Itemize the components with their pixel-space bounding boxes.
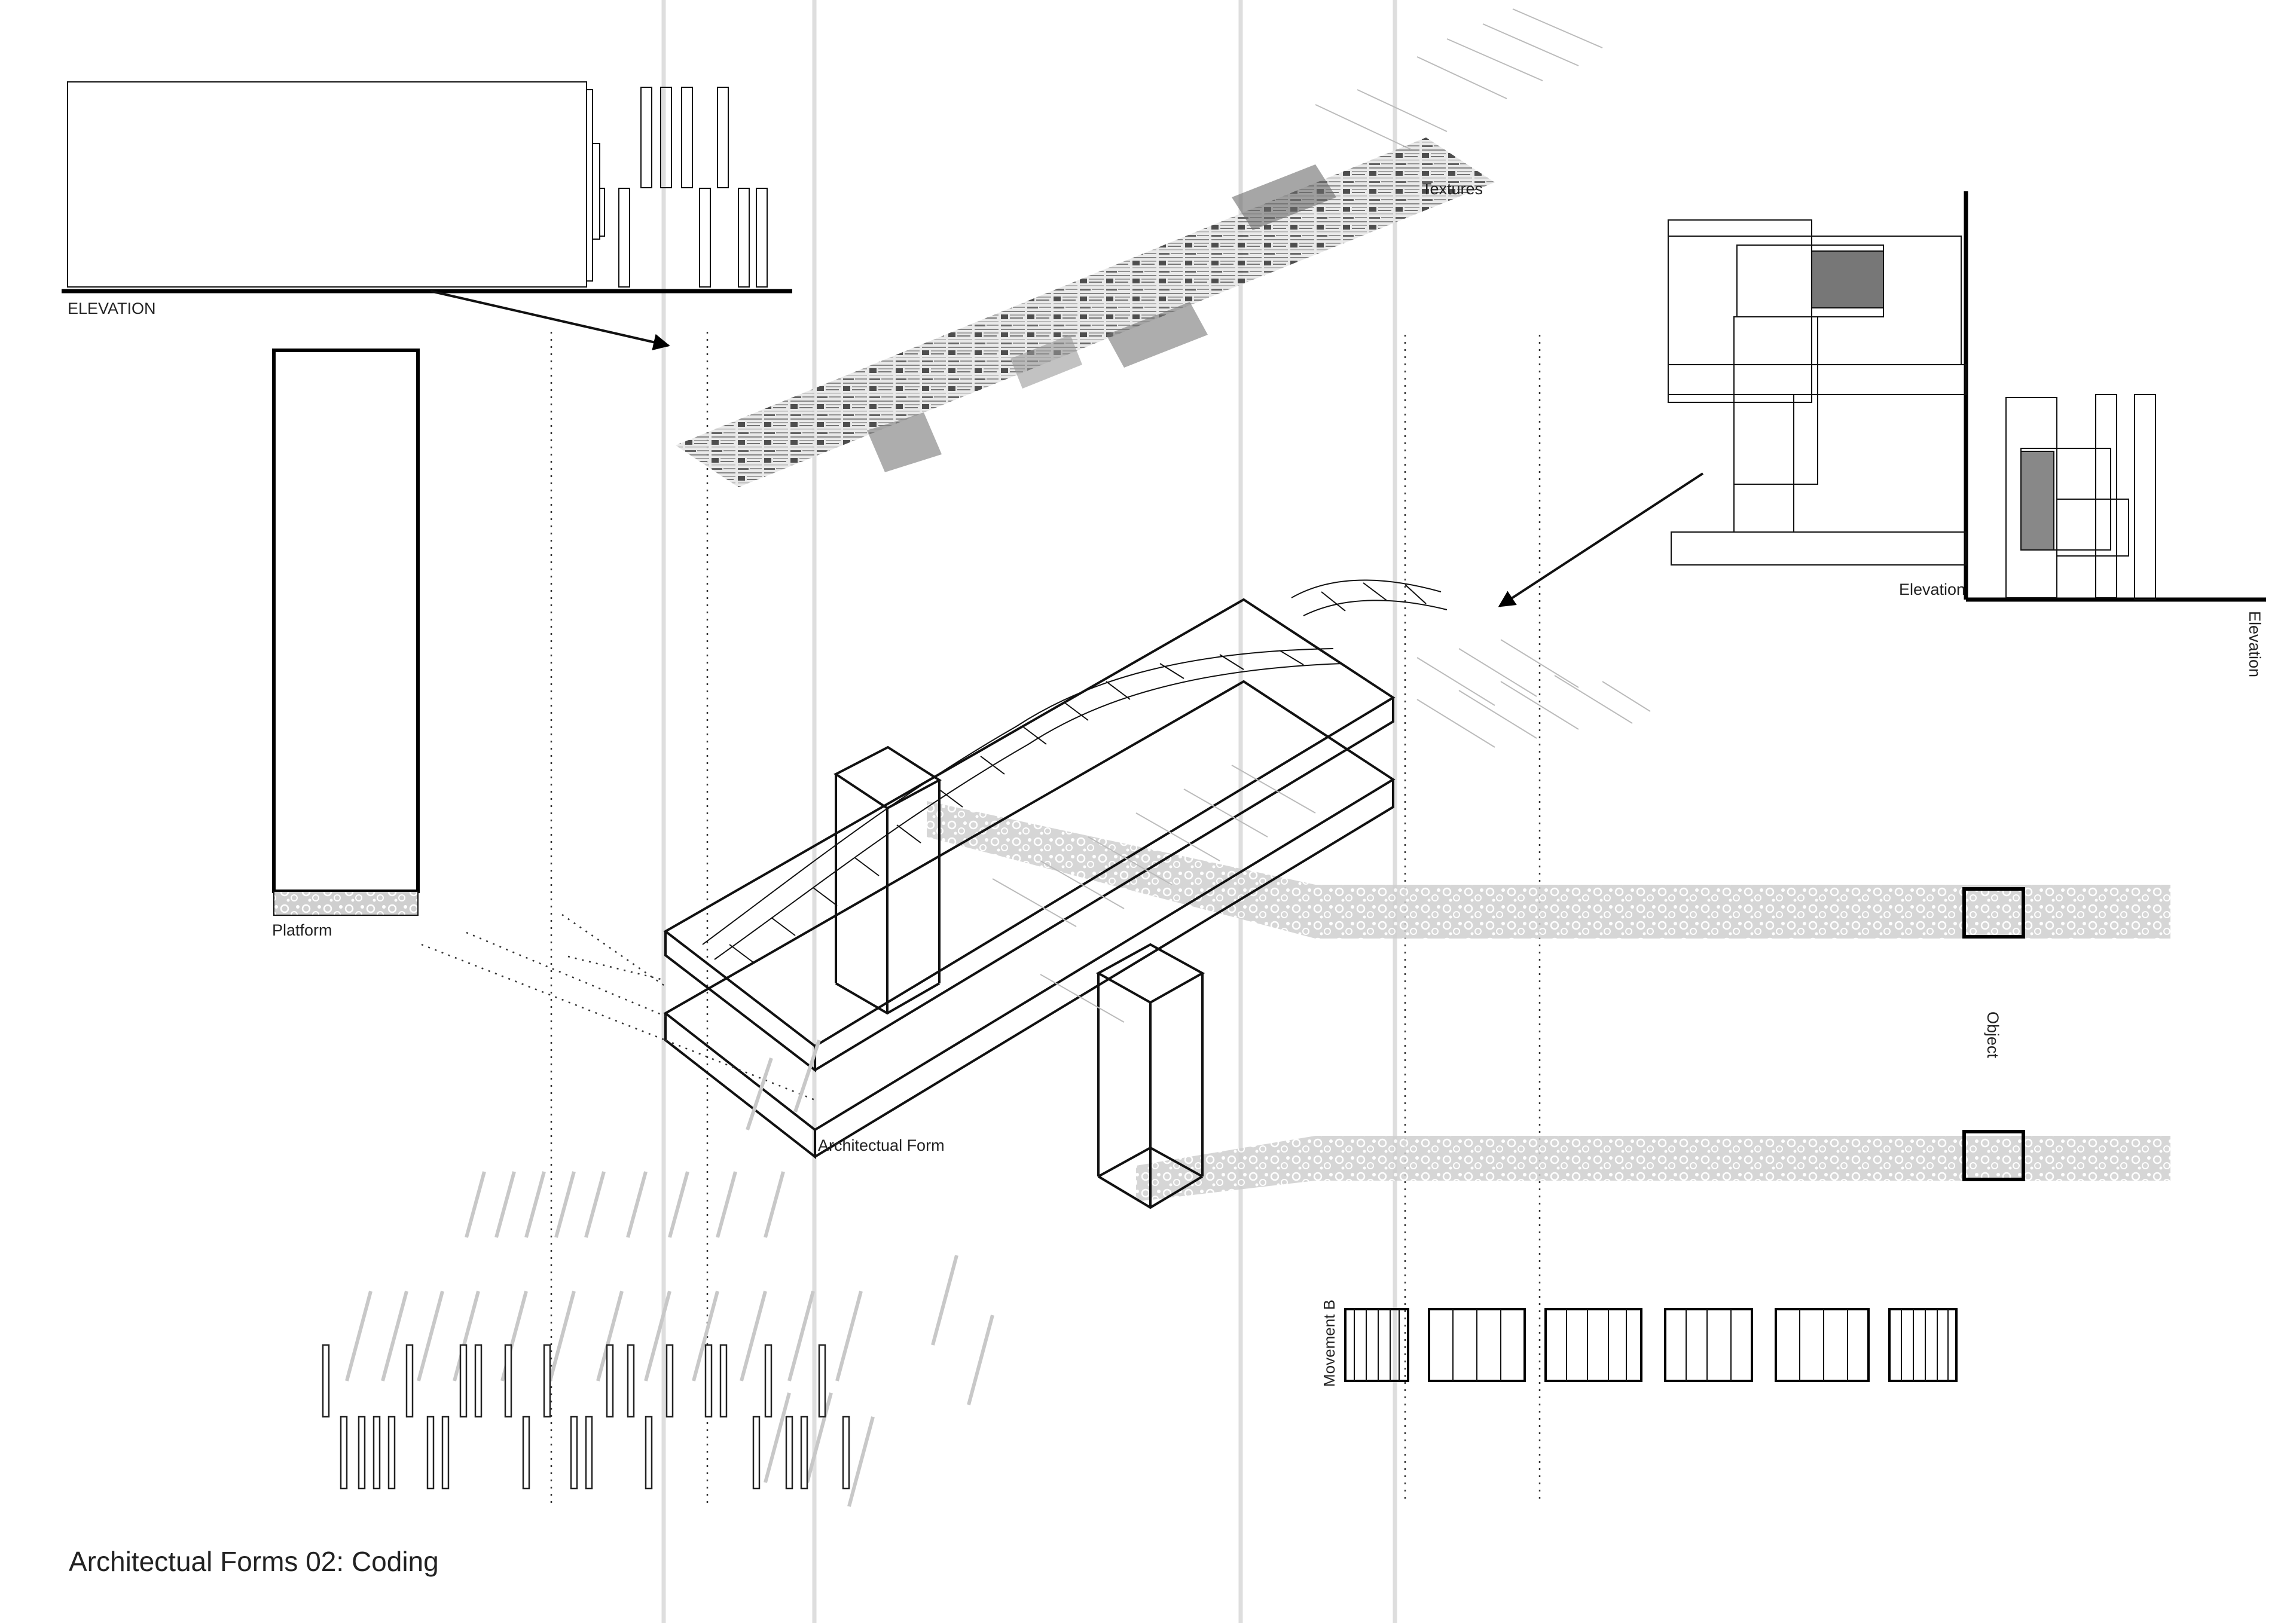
elevation-right-label: Elevation [1899,580,1965,598]
coded-bars [322,1344,850,1490]
elevation-right-vertical-label: Elevation [2246,611,2264,677]
construction-lines [550,332,1541,1503]
textures-label: Textures [1422,180,1483,198]
elevation-left-label: ELEVATION [68,299,156,317]
architectural-form-drawing [421,579,1651,1209]
movement-label: Movement B [1320,1300,1338,1387]
elevation-left-drawing [62,81,792,351]
architectural-form-label: Architectual Form [818,1136,945,1154]
textures-drawing [676,8,1603,487]
sheet-title: Architectual Forms 02: Coding [69,1546,439,1577]
elevation-right-drawing [1498,191,2266,607]
object-label: Object [1984,1011,2002,1059]
object-drawing [927,801,2170,1202]
movement-drawing [1344,1308,1958,1382]
platform-label: Platform [272,921,332,939]
platform-drawing [272,349,420,916]
